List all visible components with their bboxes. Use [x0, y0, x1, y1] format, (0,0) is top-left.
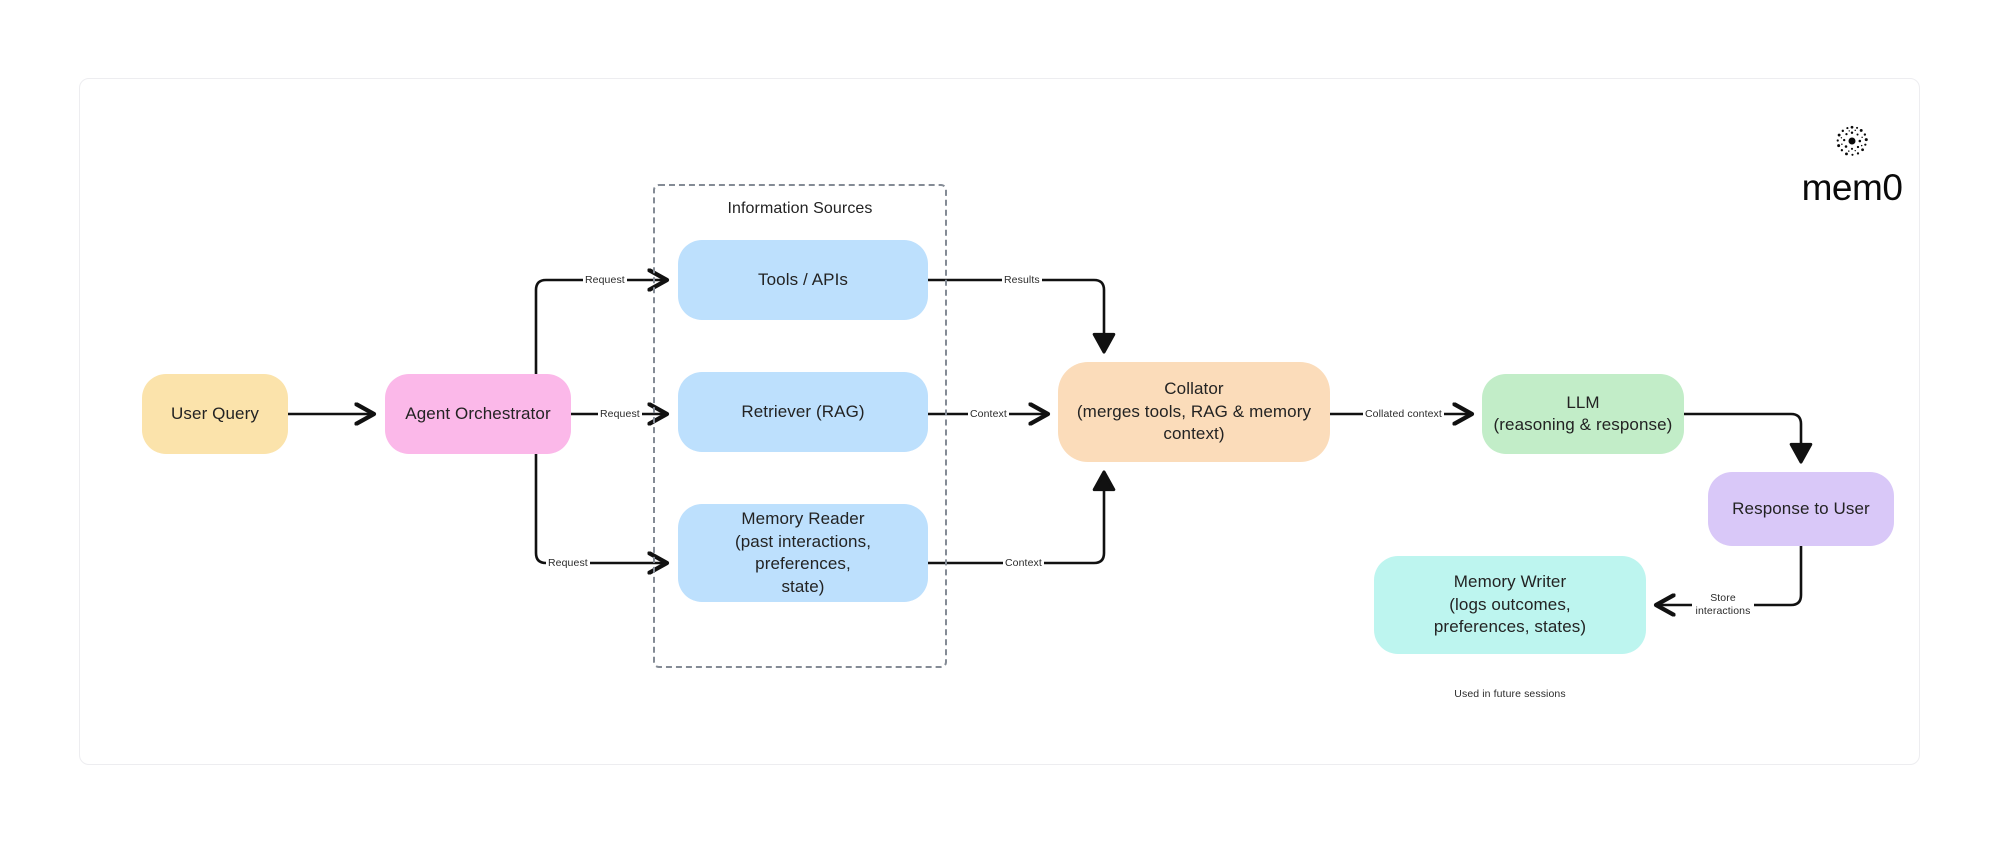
edge-label-store-interactions: Store interactions [1692, 592, 1754, 617]
node-memory-reader-sublabel-1: (past interactions, preferences, [734, 531, 872, 574]
node-llm-label: LLM [1566, 392, 1600, 412]
node-memory-reader-label: Memory Reader [741, 509, 865, 528]
node-collator[interactable]: Collator (merges tools, RAG & memory con… [1058, 362, 1330, 462]
information-sources-title: Information Sources [727, 200, 873, 217]
edge-label-store-interactions-line2: interactions [1695, 604, 1751, 617]
note-used-in-future-sessions: Used in future sessions [1454, 688, 1566, 700]
edge-label-collated-context: Collated context [1363, 408, 1444, 421]
edge-label-context-retriever: Context [968, 408, 1009, 421]
node-memory-writer-label: Memory Writer [1453, 572, 1567, 592]
mem0-dotted-cluster-icon [1836, 125, 1868, 156]
node-memory-reader-sublabel-2: state) [781, 576, 825, 596]
node-tools-apis-label: Tools / APIs [757, 269, 849, 289]
edge-label-request-memory: Request [546, 557, 590, 570]
node-collator-sublabel-2: context) [1163, 424, 1225, 444]
edge-label-results: Results [1002, 274, 1042, 287]
edge-label-request-retriever: Request [598, 408, 642, 421]
node-memory-writer[interactable]: Memory Writer (logs outcomes, preference… [1374, 556, 1646, 654]
node-memory-reader[interactable]: Memory Reader (past interactions, prefer… [678, 504, 928, 602]
brand-wordmark: mem0 [1801, 167, 1903, 208]
node-tools-apis[interactable]: Tools / APIs [678, 240, 928, 320]
node-response-to-user[interactable]: Response to User [1708, 472, 1894, 546]
node-llm[interactable]: LLM (reasoning & response) [1482, 374, 1684, 454]
edge-label-context-memory: Context [1003, 557, 1044, 570]
information-sources-group [653, 184, 947, 668]
node-user-query-label: User Query [171, 403, 259, 423]
node-retriever-rag[interactable]: Retriever (RAG) [678, 372, 928, 452]
node-collator-label: Collator [1164, 379, 1224, 399]
node-response-to-user-label: Response to User [1732, 498, 1870, 518]
node-llm-sublabel: (reasoning & response) [1493, 415, 1673, 434]
node-agent-orchestrator[interactable]: Agent Orchestrator [385, 374, 571, 454]
node-agent-orchestrator-label: Agent Orchestrator [405, 403, 551, 423]
edge-label-store-interactions-line1: Store [1710, 592, 1736, 604]
node-user-query[interactable]: User Query [142, 374, 288, 454]
node-memory-writer-sublabel-2: preferences, states) [1433, 617, 1587, 637]
node-retriever-rag-label: Retriever (RAG) [741, 401, 865, 421]
node-memory-writer-sublabel-1: (logs outcomes, [1449, 594, 1571, 614]
brand-logo: mem0 [1793, 118, 1911, 208]
edge-label-request-tools: Request [583, 274, 627, 287]
node-collator-sublabel-1: (merges tools, RAG & memory [1076, 401, 1312, 421]
